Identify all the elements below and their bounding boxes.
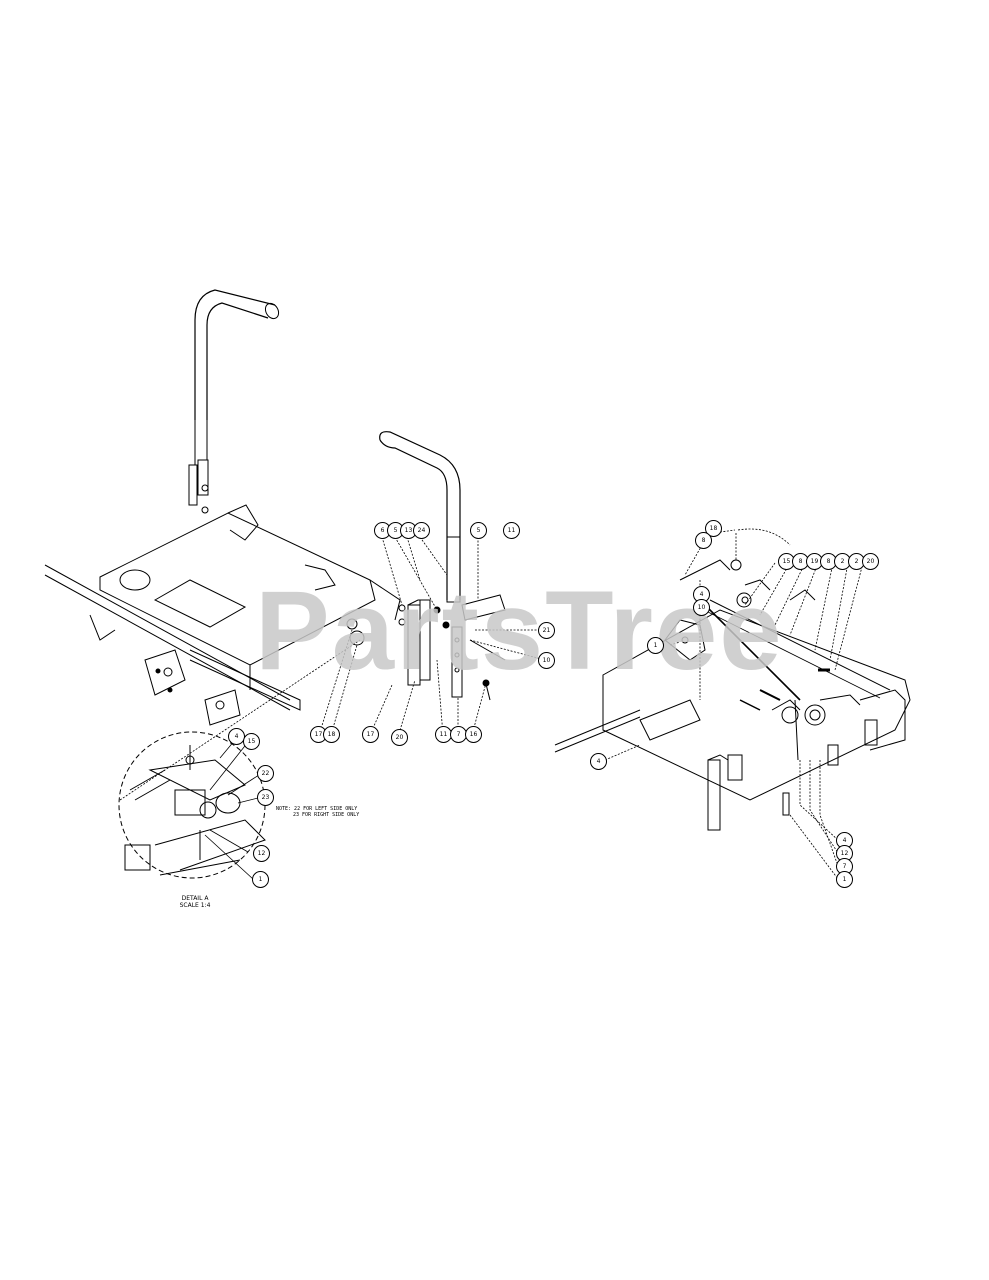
callout-bubble: 10	[538, 652, 555, 669]
right-frame-assembly	[554, 559, 911, 831]
right-leader-lines	[604, 528, 864, 880]
callout-bubble: 2	[834, 553, 851, 570]
callout-bubble: 12	[253, 845, 270, 862]
detail-leader-lines	[204, 739, 263, 880]
detail-a-scale: SCALE 1:4	[179, 902, 211, 909]
callout-bubble: 21	[538, 622, 555, 639]
callout-bubble: 12	[836, 845, 853, 862]
detail-note-line2: 23 FOR RIGHT SIDE ONLY	[293, 812, 360, 818]
callout-bubble: 20	[862, 553, 879, 570]
callout-bubble: 10	[693, 599, 710, 616]
callout-bubble: 1	[252, 871, 269, 888]
callout-bubble: 23	[257, 789, 274, 806]
callout-bubble: 11	[503, 522, 520, 539]
callout-bubble: 4	[590, 753, 607, 770]
callout-bubble: 6	[374, 522, 391, 539]
callout-bubble: 7	[450, 726, 467, 743]
callout-bubble: 17	[362, 726, 379, 743]
callout-bubble: 4	[228, 728, 245, 745]
callout-bubble: 1	[647, 637, 664, 654]
callout-bubble: 22	[257, 765, 274, 782]
center-leader-lines	[119, 536, 546, 801]
callout-bubble: 24	[413, 522, 430, 539]
callout-bubble: 8	[695, 532, 712, 549]
left-frame-deck	[44, 504, 401, 726]
detail-note-line1: NOTE: 22 FOR LEFT SIDE ONLY	[276, 806, 358, 812]
callout-bubble: 16	[465, 726, 482, 743]
center-lever-assembly	[379, 431, 506, 701]
callout-bubble: 20	[391, 729, 408, 746]
callout-bubble: 1	[836, 871, 853, 888]
callout-bubble: 5	[470, 522, 487, 539]
callout-bubble: 7	[836, 858, 853, 875]
callout-bubble: 15	[243, 733, 260, 750]
detail-a-view	[118, 731, 266, 879]
left-steering-lever	[188, 289, 280, 514]
callout-bubble: 18	[323, 726, 340, 743]
detail-a-title: DETAIL A	[181, 895, 209, 902]
callout-bubble: 18	[705, 520, 722, 537]
